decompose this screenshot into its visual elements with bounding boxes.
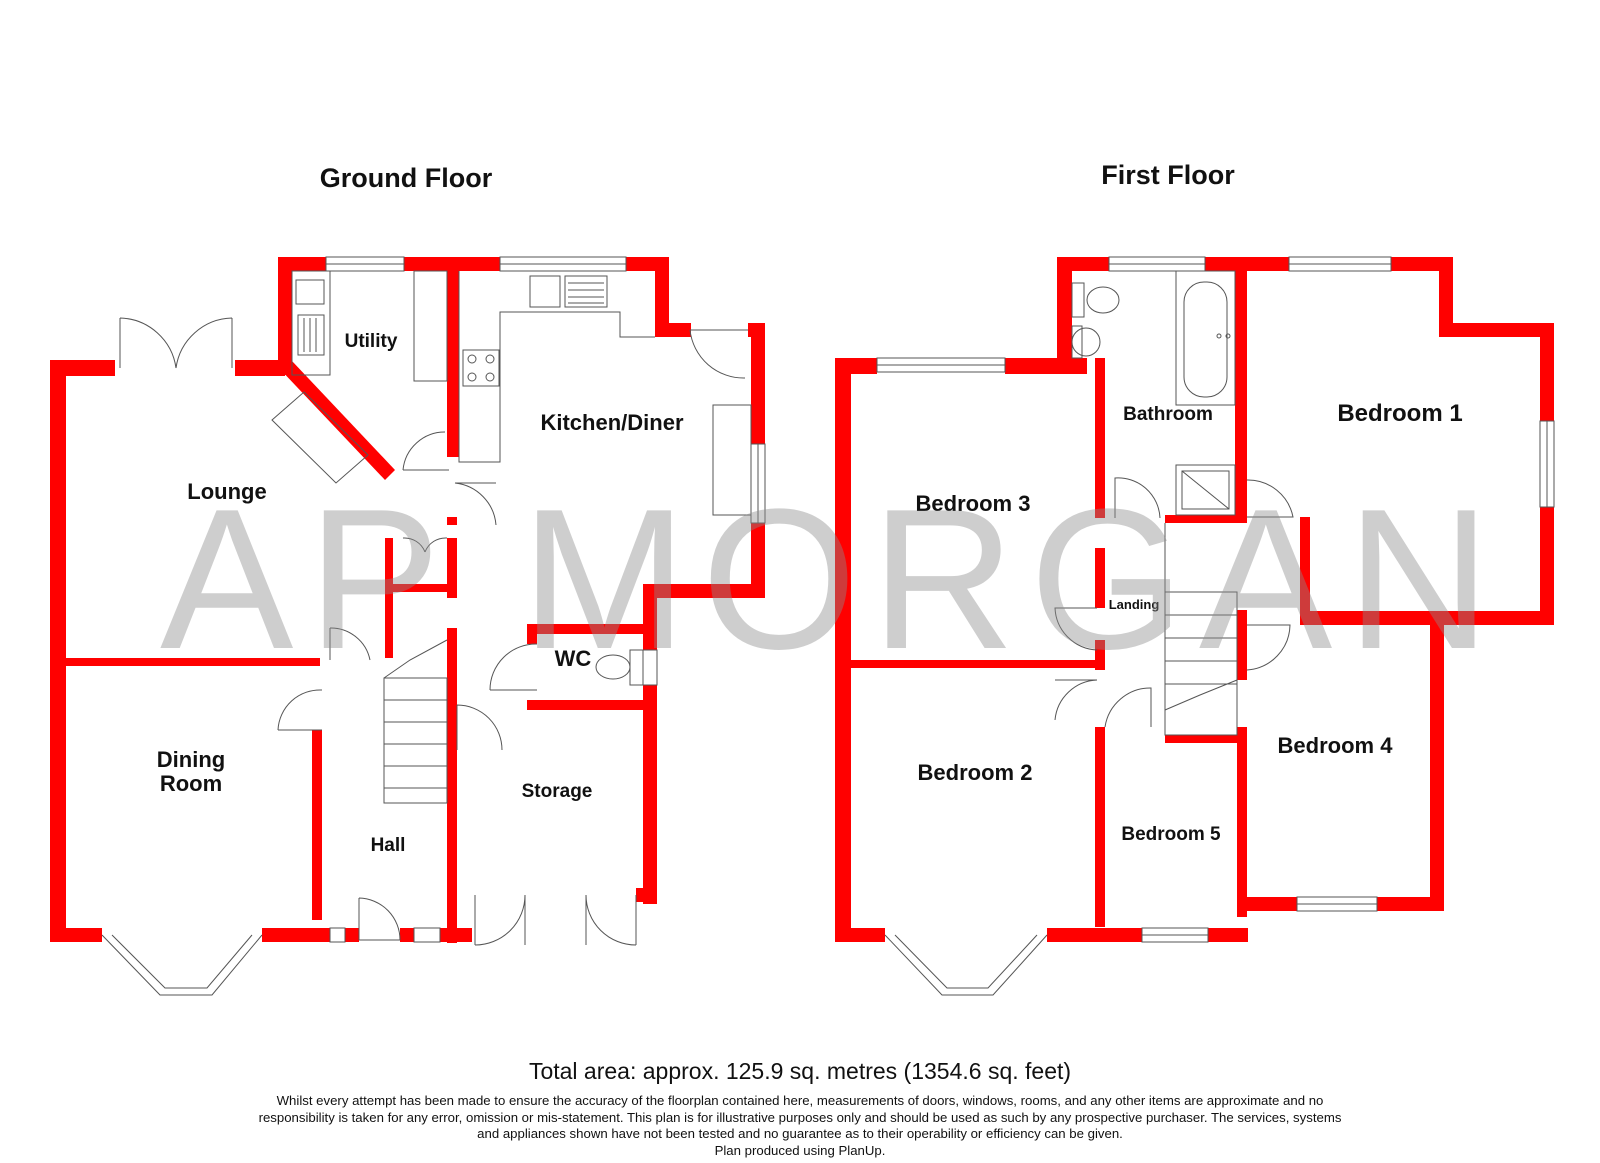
room-label-landing: Landing xyxy=(1109,597,1160,612)
first-floor-title: First Floor xyxy=(1101,160,1235,190)
watermark-logo-text: AP MORGAN xyxy=(160,468,1505,691)
first-floor-plan: First Floor Bathroom Bedroom 1 Bedroom 3… xyxy=(835,160,1555,996)
room-label-wc: WC xyxy=(555,646,592,671)
room-label-hall: Hall xyxy=(371,835,406,856)
planup-credit: Plan produced using PlanUp. xyxy=(714,1142,886,1158)
disclaimer-block: Whilst every attempt has been made to en… xyxy=(250,1093,1350,1159)
room-label-dining-line2: Room xyxy=(160,771,222,796)
room-label-lounge: Lounge xyxy=(187,479,266,504)
room-label-utility: Utility xyxy=(345,331,398,352)
first-floor-walls xyxy=(835,257,1554,942)
room-label-storage: Storage xyxy=(522,781,593,802)
ground-floor-windows xyxy=(101,256,766,996)
room-label-bedroom-1: Bedroom 1 xyxy=(1337,400,1462,427)
ground-floor-title: Ground Floor xyxy=(320,163,493,193)
first-floor-fixtures xyxy=(1071,270,1236,516)
room-label-bathroom: Bathroom xyxy=(1123,404,1213,425)
first-floor-stairs xyxy=(1164,523,1238,736)
total-area-text: Total area: approx. 125.9 sq. metres (13… xyxy=(528,1058,1072,1084)
ground-floor-walls xyxy=(50,257,765,943)
disclaimer-text: Whilst every attempt has been made to en… xyxy=(258,1093,1342,1141)
room-label-bedroom-5: Bedroom 5 xyxy=(1121,824,1221,845)
ground-floor-plan: Ground Floor Lounge Utility Kitchen/Dine… xyxy=(50,163,766,996)
room-label-bedroom-4: Bedroom 4 xyxy=(1278,733,1394,758)
room-label-dining-line1: Dining xyxy=(157,747,225,772)
room-label-bedroom-2: Bedroom 2 xyxy=(918,760,1033,785)
ground-floor-doors xyxy=(119,317,748,946)
room-label-kitchen-diner: Kitchen/Diner xyxy=(540,410,683,435)
first-floor-windows xyxy=(876,256,1555,996)
first-floor-doors xyxy=(1054,477,1294,728)
ground-floor-fixtures xyxy=(271,270,752,686)
ground-floor-stairs xyxy=(383,639,448,804)
room-label-bedroom-3: Bedroom 3 xyxy=(916,491,1031,516)
